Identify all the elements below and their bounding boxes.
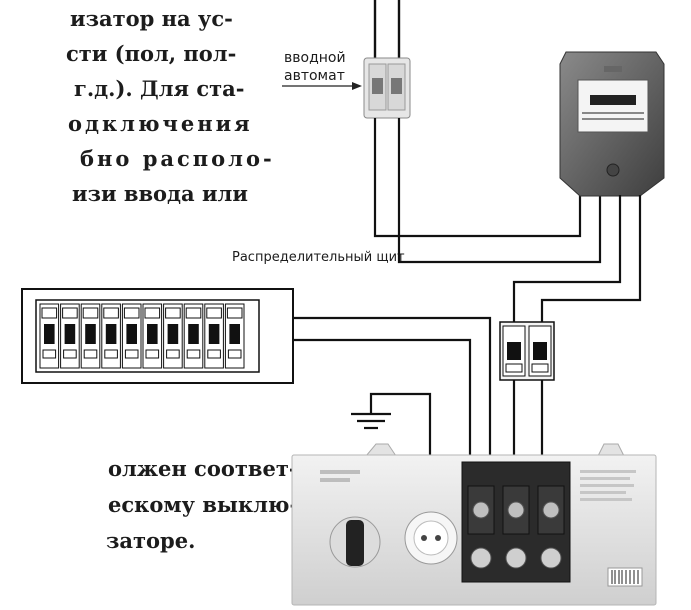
- book-text-line-1: изатор на ус-: [70, 6, 233, 31]
- panel-breaker: [142, 303, 163, 369]
- meter-to-feeder-wires: [512, 195, 642, 324]
- panel-breaker: [121, 303, 142, 369]
- panel-breaker: [183, 303, 204, 369]
- panel-breaker: [224, 303, 245, 369]
- panel-breaker: [101, 303, 121, 369]
- book-text-line-2: сти (пол, пол-: [66, 41, 237, 66]
- input-breaker: [363, 57, 411, 119]
- incoming-feed-wires: [373, 0, 401, 60]
- feeder-breaker: [499, 321, 555, 381]
- distribution-panel: [21, 288, 294, 384]
- input-breaker-label-line2: автомат: [284, 68, 345, 84]
- voltage-stabilizer: [291, 443, 657, 606]
- ground-symbol: [351, 392, 432, 468]
- input-breaker-label-line1: вводной: [284, 50, 346, 66]
- book-text-line-9: заторе.: [106, 528, 196, 553]
- electricity-meter: [559, 51, 665, 197]
- book-text-line-8: ескому выклю-: [108, 492, 299, 517]
- input-breaker-arrow: [282, 82, 362, 90]
- book-text-line-5: бно располо-: [80, 146, 275, 171]
- panel-breaker: [80, 303, 101, 369]
- breaker-to-meter-wires: [373, 118, 602, 264]
- panel-breaker: [163, 303, 183, 369]
- panel-breaker: [39, 303, 60, 369]
- panel-breaker: [204, 303, 224, 369]
- book-text-line-4: одключения: [68, 111, 253, 136]
- book-text-line-6: изи ввода или: [72, 181, 248, 206]
- panel-to-stabilizer-wires: [293, 316, 544, 470]
- distribution-panel-label: Распределительный щит: [232, 250, 405, 265]
- panel-breaker: [60, 303, 80, 369]
- book-text-line-3: г.д.). Для ста-: [74, 76, 245, 101]
- book-text-line-7: олжен соответ-: [108, 456, 298, 481]
